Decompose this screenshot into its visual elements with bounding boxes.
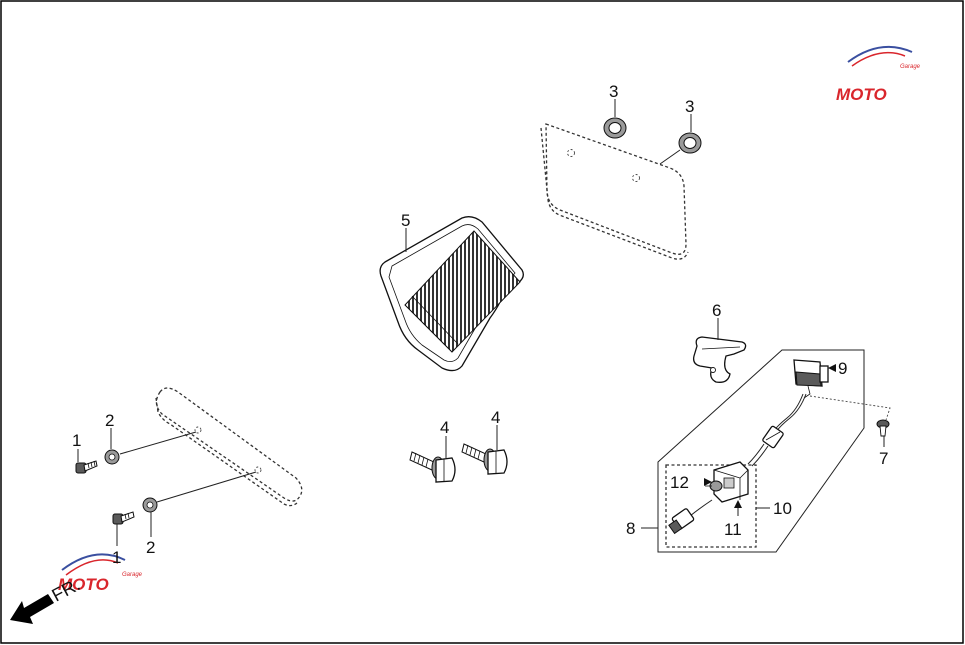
screw-part-7: [876, 419, 890, 437]
bracket-part-6: [692, 336, 747, 383]
bulb-part-12: [705, 480, 723, 492]
socket-part-11: [713, 461, 749, 503]
front-direction-arrow: FR.: [10, 574, 83, 624]
washer-part-2-upper: [104, 449, 120, 465]
terminal-connector: [668, 508, 695, 535]
callout-11: 11: [724, 520, 742, 539]
collar-part-3-right: [678, 132, 702, 154]
watermark-brand-2: MOTO: [58, 575, 109, 594]
rear-bracket-outline: [155, 387, 303, 507]
screw-part-1-lower: [112, 511, 135, 525]
callout-1-upper: 1: [72, 431, 81, 450]
group-box-8: [657, 349, 865, 553]
callout-12: 12: [670, 473, 689, 492]
callout-10: 10: [773, 499, 792, 518]
license-plate-outline: [540, 123, 689, 260]
group-box-10: [665, 464, 757, 548]
watermark-logo-top: MOTO Garage: [836, 45, 921, 104]
wire-connector: [762, 425, 784, 449]
callout-2-lower: 2: [146, 538, 155, 557]
callout-3-right: 3: [685, 97, 694, 116]
washer-part-2-lower: [142, 497, 158, 513]
callout-3-left: 3: [609, 82, 618, 101]
callout-5: 5: [401, 211, 410, 230]
reflector-part-5: [379, 216, 524, 372]
callout-8: 8: [626, 519, 635, 538]
watermark-tagline-2: Garage: [122, 572, 143, 578]
flange-bolt-part-4-right: [461, 443, 508, 475]
callout-7: 7: [879, 449, 888, 468]
callout-1-lower: 1: [112, 548, 121, 567]
license-lamp-part-9: [793, 359, 829, 399]
screw-part-1-upper: [75, 460, 98, 474]
callout-4-left: 4: [440, 418, 449, 437]
watermark-brand: MOTO: [836, 85, 887, 104]
collar-part-3-left: [603, 117, 627, 139]
watermark-logo-bottom: MOTO Garage: [58, 553, 143, 594]
callout-9: 9: [838, 359, 847, 378]
callout-4-right: 4: [491, 408, 500, 427]
watermark-tagline: Garage: [900, 64, 921, 70]
callout-2-upper: 2: [105, 411, 114, 430]
flange-bolt-part-4-left: [409, 451, 456, 483]
callout-6: 6: [712, 301, 721, 320]
